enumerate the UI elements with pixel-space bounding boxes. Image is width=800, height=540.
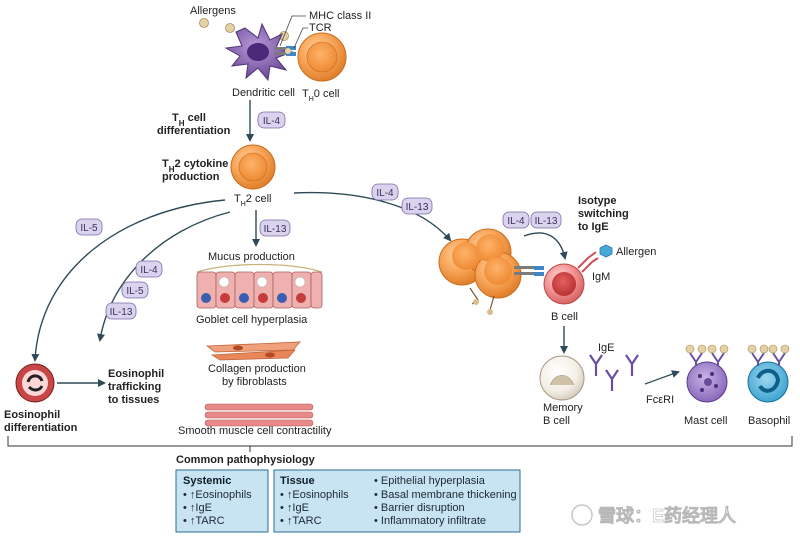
- systemic-box: Systemic • ↑Eosinophils • ↑IgE • ↑TARC: [175, 469, 269, 533]
- svg-text:IL-13: IL-13: [406, 202, 429, 213]
- dendritic-cell-label: Dendritic cell: [232, 87, 295, 99]
- mhc-leader: [279, 15, 306, 47]
- th2-cell-cluster: [438, 228, 522, 315]
- isotype-label: Isotype: [578, 195, 617, 207]
- arrow-th2-to-eosinophil: [31, 199, 226, 362]
- svg-text:• ↑Eosinophils: • ↑Eosinophils: [280, 489, 349, 501]
- tcr-b-cell-link: [514, 266, 544, 276]
- eos-diff-label: Eosinophil: [4, 409, 60, 421]
- tcr-label: TCR: [309, 22, 332, 34]
- badge-il5-left2: IL-5: [121, 281, 149, 299]
- mast-cell-label: Mast cell: [684, 415, 727, 427]
- watermark: 雪球：E药经理人: [571, 504, 737, 526]
- igm-receptor: [577, 251, 599, 273]
- ige-label: IgE: [598, 342, 615, 354]
- mhc-tcr-complex: [274, 46, 296, 56]
- mucus-label: Mucus production: [208, 251, 295, 263]
- th-differentiation-label: TH cell: [172, 112, 206, 128]
- badge-il4-right: IL-4: [371, 183, 399, 201]
- th0-cell-label: TH0 cell: [302, 88, 339, 103]
- smooth-muscle: [204, 403, 314, 427]
- th0-cell: [297, 32, 347, 82]
- tcr-leader: [293, 27, 308, 49]
- th2-cell-label: TH2 cell: [234, 193, 271, 208]
- th2-cytokine-label-2: production: [162, 171, 220, 183]
- th2-cytokine-label: TH2 cytokine: [162, 158, 228, 174]
- badge-il5-left: IL-5: [75, 218, 103, 236]
- svg-text:• ↑IgE: • ↑IgE: [280, 502, 309, 514]
- svg-text:IL-4: IL-4: [507, 216, 525, 227]
- svg-text:IL-13: IL-13: [535, 216, 558, 227]
- svg-text:IL-4: IL-4: [376, 188, 394, 199]
- svg-text:IL-4: IL-4: [263, 116, 281, 127]
- memory-label-2: B cell: [543, 415, 570, 427]
- svg-text:• Epithelial hyperplasia: • Epithelial hyperplasia: [374, 475, 486, 487]
- svg-text:• ↑IgE: • ↑IgE: [183, 502, 212, 514]
- eos-trafficking-label-2: trafficking: [108, 381, 161, 393]
- common-pathophysiology-title: Common pathophysiology: [176, 454, 316, 466]
- svg-text:• ↑Eosinophils: • ↑Eosinophils: [183, 489, 252, 501]
- eosinophil: [15, 363, 55, 403]
- svg-text:Tissue: Tissue: [280, 475, 315, 487]
- svg-text:IL-5: IL-5: [80, 223, 98, 234]
- mhc-label: MHC class II: [309, 10, 371, 22]
- arrow-th2-to-bcell: [293, 191, 452, 242]
- eos-diff-label-2: differentiation: [4, 422, 78, 434]
- arrow-th2-to-trafficking: [97, 211, 231, 342]
- basophil: [747, 344, 790, 403]
- badge-il13-left2: IL-13: [105, 302, 137, 320]
- allergen-icon: [599, 244, 613, 258]
- tissue-box: Tissue • ↑Eosinophils • ↑IgE • ↑TARC • E…: [273, 469, 521, 533]
- eos-trafficking-label-3: to tissues: [108, 394, 159, 406]
- igm-label: IgM: [592, 271, 610, 283]
- badge-il13-right: IL-13: [401, 197, 433, 215]
- collagen-label-2: by fibroblasts: [222, 376, 287, 388]
- badge-il4-iso: IL-4: [502, 211, 530, 229]
- fceri-label: FcεRI: [646, 394, 674, 406]
- memory-b-cell: [539, 355, 585, 401]
- svg-text:• ↑TARC: • ↑TARC: [183, 515, 225, 527]
- dendritic-cell: [224, 22, 294, 82]
- fibroblasts: [205, 341, 301, 361]
- arrow-isotype-switch: [523, 232, 568, 260]
- basophil-label: Basophil: [748, 415, 790, 427]
- summary-bracket: [7, 436, 793, 447]
- b-cell: [543, 263, 585, 305]
- badge-il4-top: IL-4: [257, 111, 286, 129]
- isotype-label-2: switching: [578, 208, 629, 220]
- goblet-label: Goblet cell hyperplasia: [196, 314, 308, 326]
- svg-text:• ↑TARC: • ↑TARC: [280, 515, 322, 527]
- svg-text:Systemic: Systemic: [183, 475, 231, 487]
- ige-antibodies: [589, 354, 639, 391]
- isotype-label-3: to IgE: [578, 221, 609, 233]
- th-differentiation-label-2: differentiation: [157, 125, 231, 137]
- eos-trafficking-label: Eosinophil: [108, 368, 164, 380]
- arrow-fceri: [644, 370, 680, 385]
- mast-cell: [685, 344, 729, 403]
- svg-text:IL-13: IL-13: [110, 307, 133, 318]
- svg-text:IL-5: IL-5: [126, 286, 144, 297]
- collagen-label: Collagen production: [208, 363, 306, 375]
- svg-text:IL-4: IL-4: [140, 265, 158, 276]
- svg-text:• Basal membrane thickening: • Basal membrane thickening: [374, 489, 517, 501]
- b-cell-label: B cell: [551, 311, 578, 323]
- memory-label: Memory: [543, 402, 583, 414]
- allergens-label: Allergens: [190, 5, 236, 17]
- smooth-muscle-label: Smooth muscle cell contractility: [178, 425, 332, 437]
- svg-text:• Inflammatory infiltrate: • Inflammatory infiltrate: [374, 515, 486, 527]
- badge-il13-mid: IL-13: [259, 219, 291, 237]
- svg-text:IL-13: IL-13: [264, 224, 287, 235]
- svg-text:雪球：E药经理人: 雪球：E药经理人: [598, 505, 737, 526]
- goblet-cell-epithelium: [196, 263, 323, 309]
- badge-il4-left2: IL-4: [135, 260, 163, 278]
- allergen-label: Allergen: [616, 246, 656, 258]
- svg-text:• Barrier disruption: • Barrier disruption: [374, 502, 465, 514]
- badge-il13-iso: IL-13: [530, 211, 562, 229]
- th2-cell: [230, 144, 276, 190]
